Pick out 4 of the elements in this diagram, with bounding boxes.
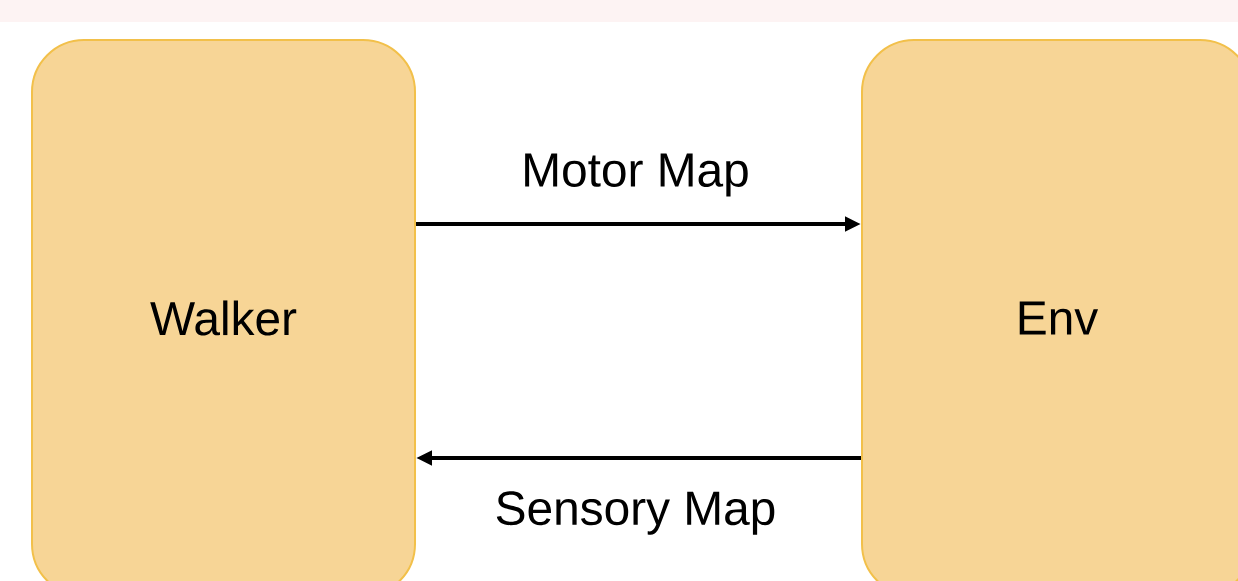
edge-label: Motor Map (519, 151, 752, 199)
edge-label: Sensory Map (492, 489, 779, 537)
process-box: Env (861, 39, 1238, 581)
process-box: Walker (31, 39, 416, 581)
